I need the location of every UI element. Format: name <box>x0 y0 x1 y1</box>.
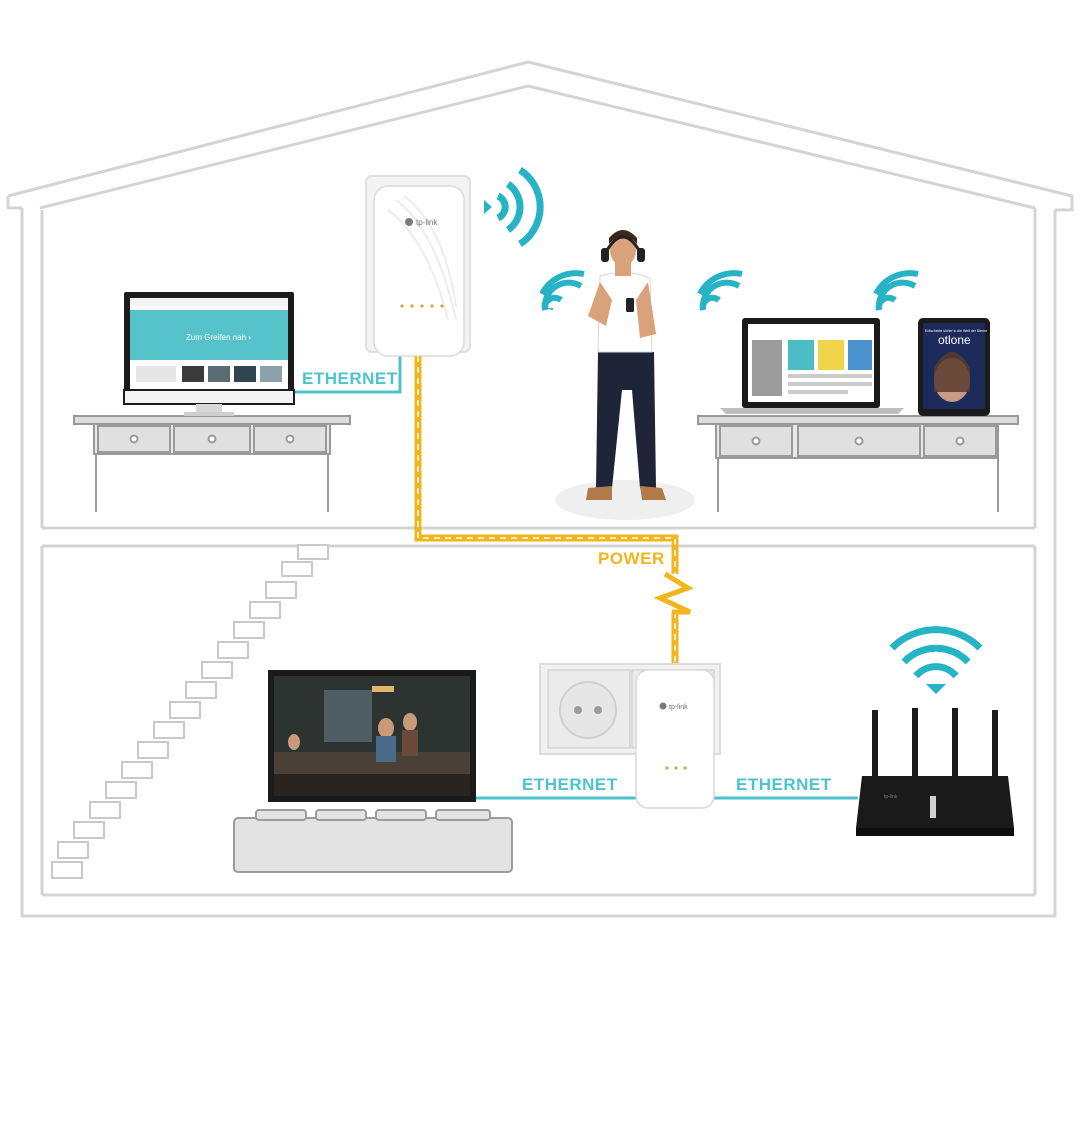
adapter-bottom-brand: tp-link <box>669 704 688 711</box>
house-outline <box>6 60 1074 918</box>
power-label: POWER <box>598 549 665 568</box>
sofa <box>233 809 513 873</box>
powerline-adapter-top: tp-link <box>365 175 471 357</box>
router-brand: tp-link <box>884 794 898 800</box>
adapter-top-brand: tp-link <box>416 218 438 227</box>
wifi-icon <box>484 167 544 247</box>
ethernet-label-bottom-right: ETHERNET <box>736 775 832 794</box>
wifi-icon <box>873 270 919 311</box>
lightning-icon <box>653 571 694 615</box>
powerline-adapter-bottom: tp-link <box>635 669 715 809</box>
ethernet-label-top: ETHERNET <box>302 369 398 388</box>
wifi-icon <box>697 270 743 311</box>
wifi-icon <box>889 626 983 694</box>
left-sideboard <box>73 415 351 512</box>
tablet-title: otlone <box>938 333 971 347</box>
tablet: otlone Entscheide sicher in die Welt der… <box>918 318 990 416</box>
right-sideboard <box>697 415 1019 512</box>
ethernet-label-bottom-left: ETHERNET <box>522 775 618 794</box>
desktop-monitor: Zum Greifen nah › <box>123 292 295 416</box>
television <box>268 670 476 802</box>
router: tp-link <box>856 708 1014 836</box>
monitor-screen-text: Zum Greifen nah › <box>186 333 251 342</box>
power-cable <box>414 356 679 666</box>
tablet-subtitle: Entscheide sicher in die Welt der Sterne <box>925 329 987 333</box>
laptop <box>720 318 904 414</box>
person-icon <box>555 230 695 520</box>
ethernet-cable-top <box>292 350 402 394</box>
staircase <box>51 544 329 879</box>
wifi-icon <box>539 270 585 311</box>
